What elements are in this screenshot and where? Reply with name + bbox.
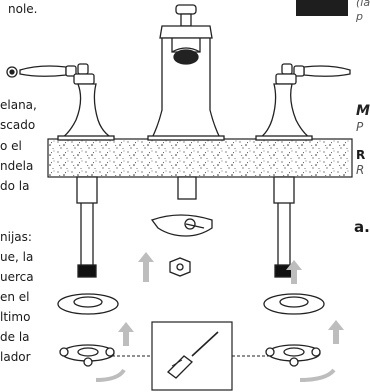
up-arrow-icon xyxy=(138,252,154,282)
center-mounting-bracket xyxy=(150,214,213,277)
countertop xyxy=(47,138,353,178)
up-arrow-icon xyxy=(118,322,134,346)
text-line: elana, xyxy=(0,98,37,112)
right-step-a: a. xyxy=(354,218,370,236)
text-line: o el xyxy=(0,139,22,153)
text-line: do la xyxy=(0,179,30,193)
left-washer-clip xyxy=(57,293,119,367)
text-fragment-top: nole. xyxy=(8,2,38,16)
rotate-arrow-icon xyxy=(95,368,126,382)
right-heading-r: R xyxy=(356,148,366,162)
right-italic-r: R xyxy=(356,163,365,177)
text-line: uerca xyxy=(0,270,34,284)
rotate-arrow-icon xyxy=(299,368,336,382)
left-handle-valve xyxy=(6,63,115,278)
text-line: nijas: xyxy=(0,230,32,244)
right-italic-fragment: (la xyxy=(356,0,370,9)
right-italic-p: P xyxy=(356,120,364,134)
text-line: scado xyxy=(0,118,36,132)
text-line: en el xyxy=(0,290,30,304)
up-arrow-icon xyxy=(328,320,344,344)
screwdriver-inset xyxy=(151,321,233,391)
right-heading-m: M xyxy=(356,103,370,119)
right-handle-valve xyxy=(255,63,351,278)
text-line: de la xyxy=(0,330,30,344)
right-italic-fragment: p xyxy=(356,10,363,23)
right-black-tab xyxy=(296,0,348,16)
center-spout xyxy=(147,4,225,200)
up-arrow-icon xyxy=(286,260,302,284)
right-washer-clip xyxy=(263,293,325,367)
text-line: lador xyxy=(0,350,31,364)
text-line: ltimo xyxy=(0,310,31,324)
text-line: ndela xyxy=(0,159,34,173)
text-line: ue, la xyxy=(0,250,34,264)
